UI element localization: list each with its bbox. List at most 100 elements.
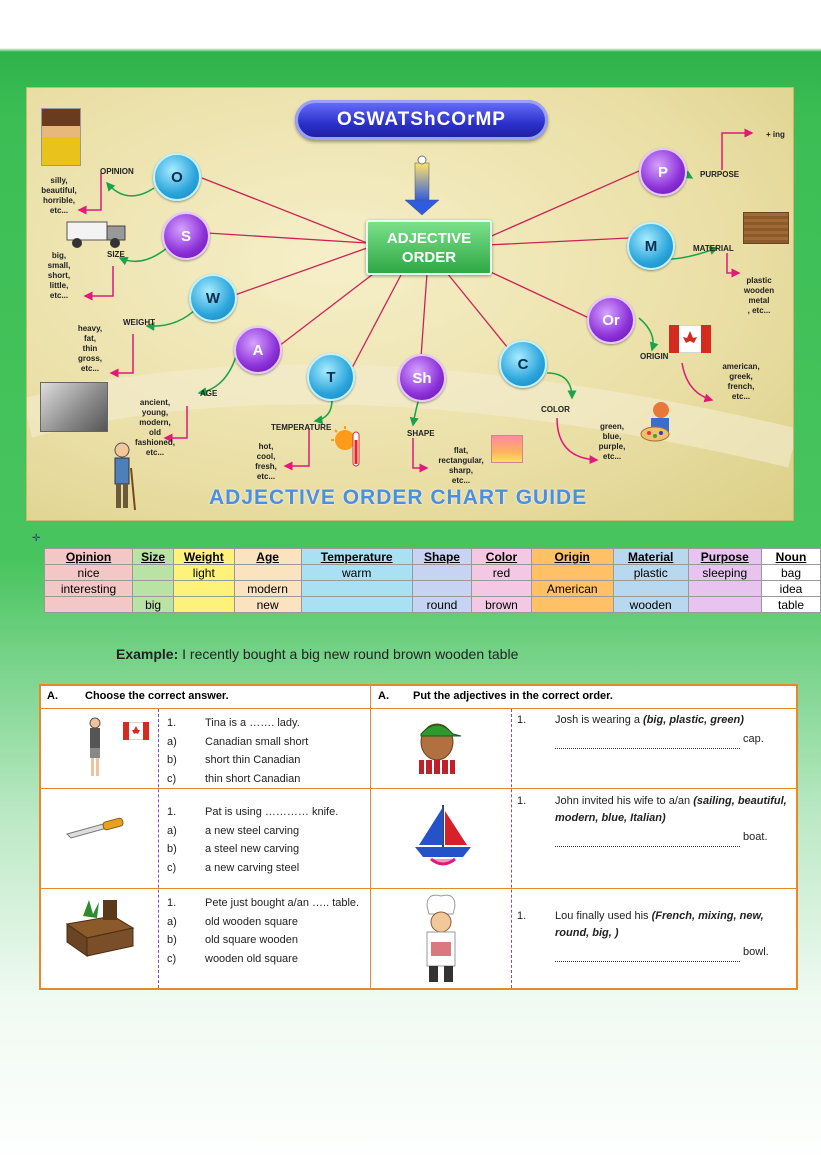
right-dashed-divider bbox=[511, 709, 512, 988]
order-question-3: 1. Lou finally used his (French, mixing, … bbox=[517, 908, 787, 962]
table-cell: big bbox=[132, 596, 175, 613]
option-letter: b) bbox=[167, 843, 177, 855]
examples-size: big, small, short, little, etc... bbox=[47, 251, 71, 300]
question-line: 1.Tina is a ……. lady. bbox=[167, 714, 367, 733]
label-age: AGE bbox=[200, 389, 218, 398]
examples-weight: heavy, fat, thin gross, etc... bbox=[77, 324, 103, 373]
answer-blank[interactable] bbox=[555, 829, 740, 847]
header-material: Material bbox=[612, 548, 689, 565]
table-cell: American bbox=[530, 580, 614, 597]
answer-blank[interactable] bbox=[555, 944, 740, 962]
table-cell: light bbox=[173, 564, 235, 581]
table-move-handle-icon[interactable]: ✛ bbox=[32, 533, 41, 544]
right-header-text: Put the adjectives in the correct order. bbox=[413, 690, 613, 702]
header-temperature: Temperature bbox=[300, 548, 413, 565]
exercise-table: A. Choose the correct answer. A. Put the… bbox=[39, 684, 798, 990]
answer-option[interactable]: a)Canadian small short bbox=[167, 733, 367, 752]
answer-option[interactable]: c)thin short Canadian bbox=[167, 770, 367, 789]
table-cell bbox=[471, 580, 532, 597]
option-text: old wooden square bbox=[205, 915, 298, 928]
question-text: Lou finally used his bbox=[555, 910, 652, 922]
option-text: old square wooden bbox=[205, 934, 298, 946]
option-letter: c) bbox=[167, 861, 177, 874]
option-letter: c) bbox=[167, 772, 177, 785]
table-cell: modern bbox=[233, 580, 302, 597]
label-purpose: PURPOSE bbox=[700, 170, 740, 179]
answer-option[interactable]: c) wooden old square bbox=[167, 950, 367, 969]
option-letter: c) bbox=[167, 952, 177, 965]
bubble-color: C bbox=[499, 340, 547, 388]
table-cell: round bbox=[411, 596, 473, 613]
answer-option[interactable]: b)a steel new carving bbox=[167, 840, 367, 859]
header-noun: Noun bbox=[761, 548, 821, 565]
label-size: SIZE bbox=[107, 250, 125, 259]
option-text: short thin Canadian bbox=[205, 754, 301, 766]
option-letter: b) bbox=[167, 754, 177, 766]
answer-option[interactable]: a)old wooden square bbox=[167, 913, 367, 932]
woman-figure-icon bbox=[89, 717, 101, 776]
question-number: 1. bbox=[167, 717, 177, 729]
woman-photo bbox=[41, 108, 81, 166]
choice-question-3: 1. Pete just bought a/an ….. table. a)old … bbox=[167, 894, 367, 968]
table-cell bbox=[687, 596, 763, 613]
choice-question-1: 1.Tina is a ……. lady.a)Canadian small sh… bbox=[167, 714, 367, 788]
question-line: 1.Josh is wearing a (big, plastic, green… bbox=[517, 712, 787, 749]
question-stem: Pete just bought a/an ….. table. bbox=[205, 897, 360, 909]
adjective-list: (French, mixing, new, round, big, ) bbox=[555, 910, 764, 939]
adjective-order-mind-map: OSWATShCOrMP ADJECTIVE ORDER O S W A T S… bbox=[27, 88, 793, 520]
sailboat-icon bbox=[415, 805, 471, 866]
question-number: 1. bbox=[517, 910, 527, 922]
table-cell: plastic bbox=[612, 564, 689, 581]
label-color: COLOR bbox=[541, 405, 570, 414]
answer-option[interactable]: a)a new steel carving bbox=[167, 822, 367, 841]
header-opinion: Opinion bbox=[43, 548, 134, 565]
example-label: Example: bbox=[116, 646, 179, 662]
answer-blank[interactable] bbox=[555, 731, 740, 749]
label-ing: + ing bbox=[766, 130, 785, 139]
option-text: Canadian small short bbox=[205, 735, 309, 748]
rectangle-shape-icon bbox=[491, 435, 523, 463]
answer-option[interactable]: b) short thin Canadian bbox=[167, 751, 367, 770]
exercise-row-2 bbox=[41, 789, 796, 889]
bubble-temperature: T bbox=[307, 353, 355, 401]
canada-flag-icon bbox=[669, 325, 711, 353]
question-number: 1. bbox=[167, 806, 177, 818]
examples-opinion: silly, beautiful, horrible, etc... bbox=[41, 176, 77, 215]
bubble-shape: Sh bbox=[398, 354, 446, 402]
example-sentence: I recently bought a big new round brown … bbox=[178, 646, 519, 662]
bubble-weight: W bbox=[189, 274, 237, 322]
truck-icon bbox=[66, 221, 126, 248]
examples-shape: flat, rectangular, sharp, etc... bbox=[438, 446, 484, 485]
table-cell: nice bbox=[43, 564, 134, 581]
chart-guide-title: ADJECTIVE ORDER CHART GUIDE bbox=[209, 486, 588, 509]
question-number: 1. bbox=[167, 897, 177, 909]
old-man-icon bbox=[114, 442, 136, 511]
answer-option[interactable]: c) a new carving steel bbox=[167, 859, 367, 878]
table-cell: new bbox=[233, 596, 302, 613]
table-cell bbox=[132, 564, 175, 581]
baby-dog-photo bbox=[40, 382, 108, 432]
table-cell bbox=[43, 596, 134, 613]
label-material: MATERIAL bbox=[693, 244, 734, 253]
table-cell bbox=[173, 580, 235, 597]
bubble-purpose: P bbox=[639, 148, 687, 196]
question-tail: boat. bbox=[740, 831, 768, 843]
thermometer-sun-icon bbox=[331, 426, 360, 467]
left-header-text: Choose the correct answer. bbox=[85, 690, 229, 702]
option-text: a new carving steel bbox=[205, 861, 300, 874]
table-cell: bag bbox=[761, 564, 821, 581]
table-cell bbox=[173, 596, 235, 613]
question-line: 1. Lou finally used his (French, mixing, … bbox=[517, 908, 787, 962]
label-weight: WEIGHT bbox=[123, 318, 155, 327]
answer-option[interactable]: b)old square wooden bbox=[167, 931, 367, 950]
table-cell bbox=[233, 564, 302, 581]
header-purpose: Purpose bbox=[687, 548, 763, 565]
label-temperature: TEMPERATURE bbox=[271, 423, 332, 432]
table-cell: table bbox=[761, 596, 821, 613]
option-text: wooden old square bbox=[205, 952, 298, 965]
option-text: a new steel carving bbox=[205, 824, 300, 837]
